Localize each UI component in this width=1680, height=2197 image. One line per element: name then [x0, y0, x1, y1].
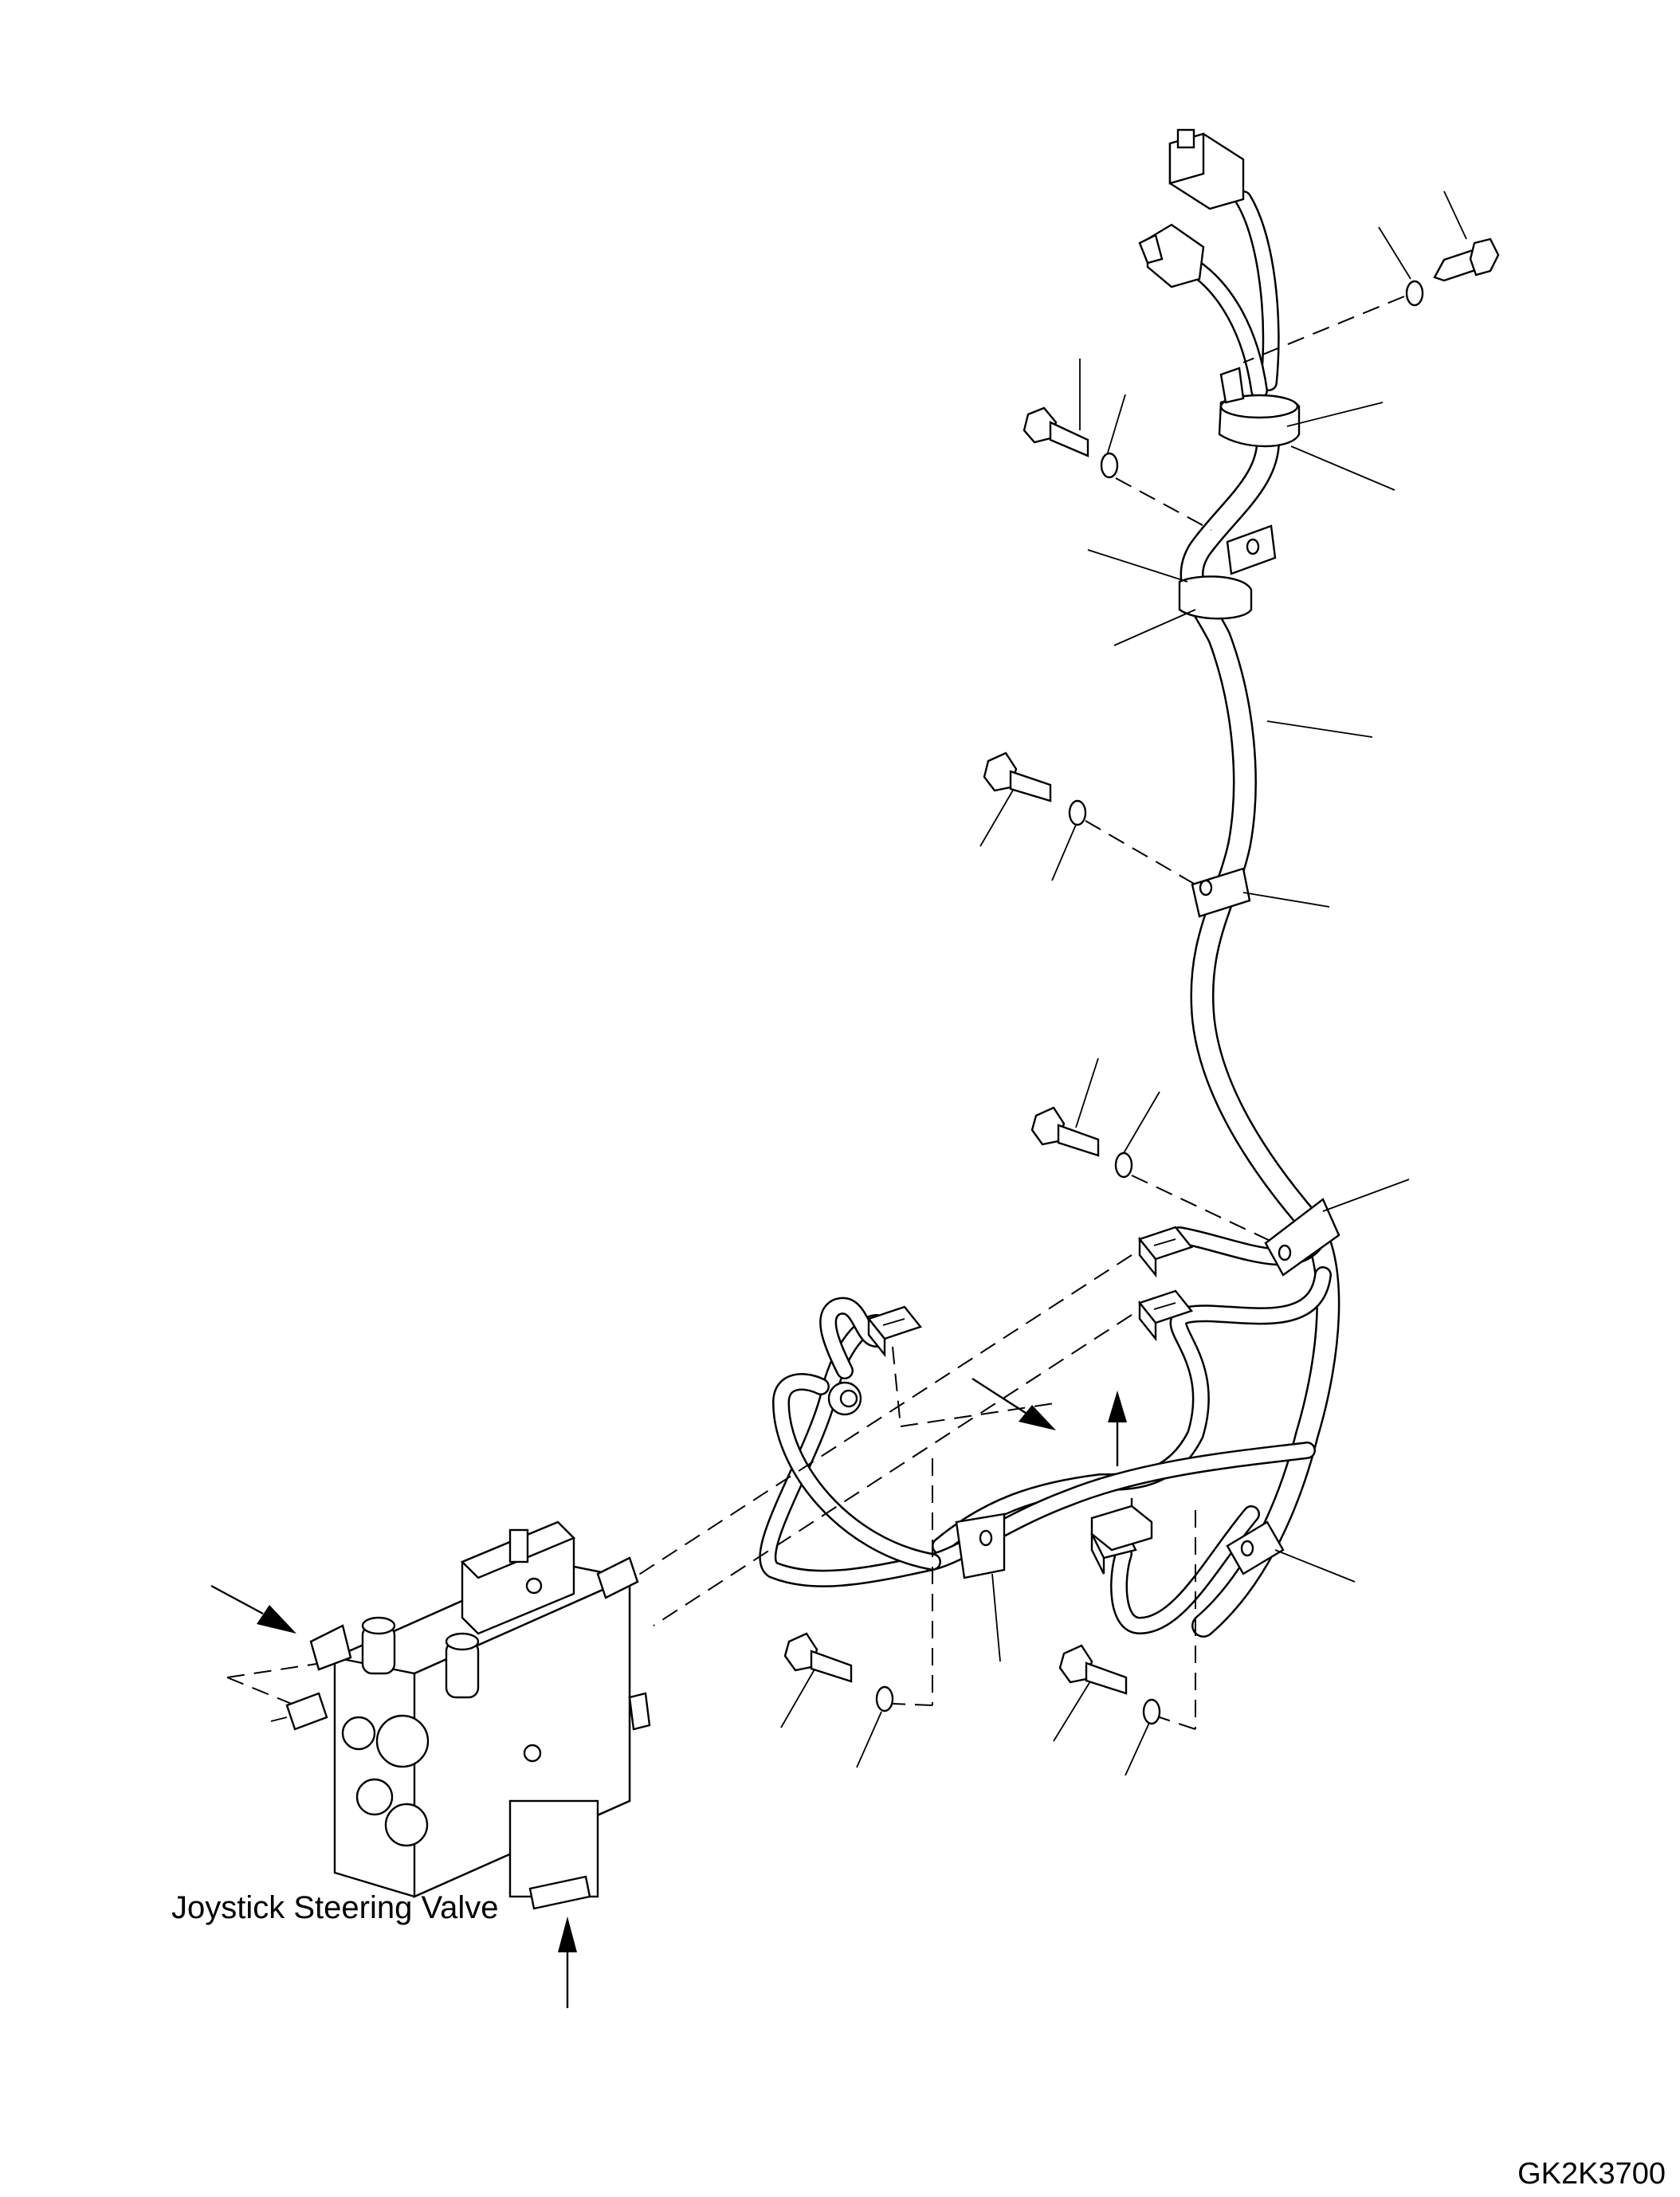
joystick-steering-valve — [270, 1520, 651, 1910]
washer-top-right — [1405, 280, 1424, 307]
small-connector-a — [1137, 1226, 1194, 1278]
top-connector-1 — [1168, 128, 1245, 210]
alignment-lines — [226, 296, 1405, 1730]
washer-bottom-left — [875, 1685, 894, 1712]
bolt-lower-left — [1030, 1106, 1100, 1157]
arrows — [210, 1377, 1153, 2008]
clamp-5 — [1226, 1520, 1285, 1575]
valve-label: Joystick Steering Valve — [171, 1890, 499, 1925]
clamp-3 — [1191, 867, 1251, 918]
bolt-bottom-right — [1058, 1644, 1128, 1695]
small-connector-b — [1137, 1289, 1194, 1342]
top-connector-2 — [1138, 223, 1205, 288]
washer-upper-left — [1100, 452, 1119, 479]
upper-clamp — [1218, 367, 1301, 448]
washer-middle-left — [1068, 799, 1087, 826]
washer-lower-left — [1114, 1151, 1133, 1179]
leader-lines — [780, 190, 1467, 1776]
clamp-6 — [955, 1512, 1006, 1579]
bolt-top-right — [1433, 237, 1500, 282]
small-connector-c — [866, 1305, 923, 1358]
bolt-upper-left — [1023, 406, 1089, 457]
clamp-4 — [1264, 1198, 1340, 1277]
washer-bottom-right — [1142, 1698, 1161, 1725]
small-connector-d — [827, 1381, 862, 1416]
middle-clamp — [1178, 524, 1277, 620]
bolt-bottom-left — [783, 1632, 853, 1683]
drawing-number: GK2K3700 — [1517, 2157, 1666, 2191]
bolt-middle-left — [983, 751, 1052, 802]
